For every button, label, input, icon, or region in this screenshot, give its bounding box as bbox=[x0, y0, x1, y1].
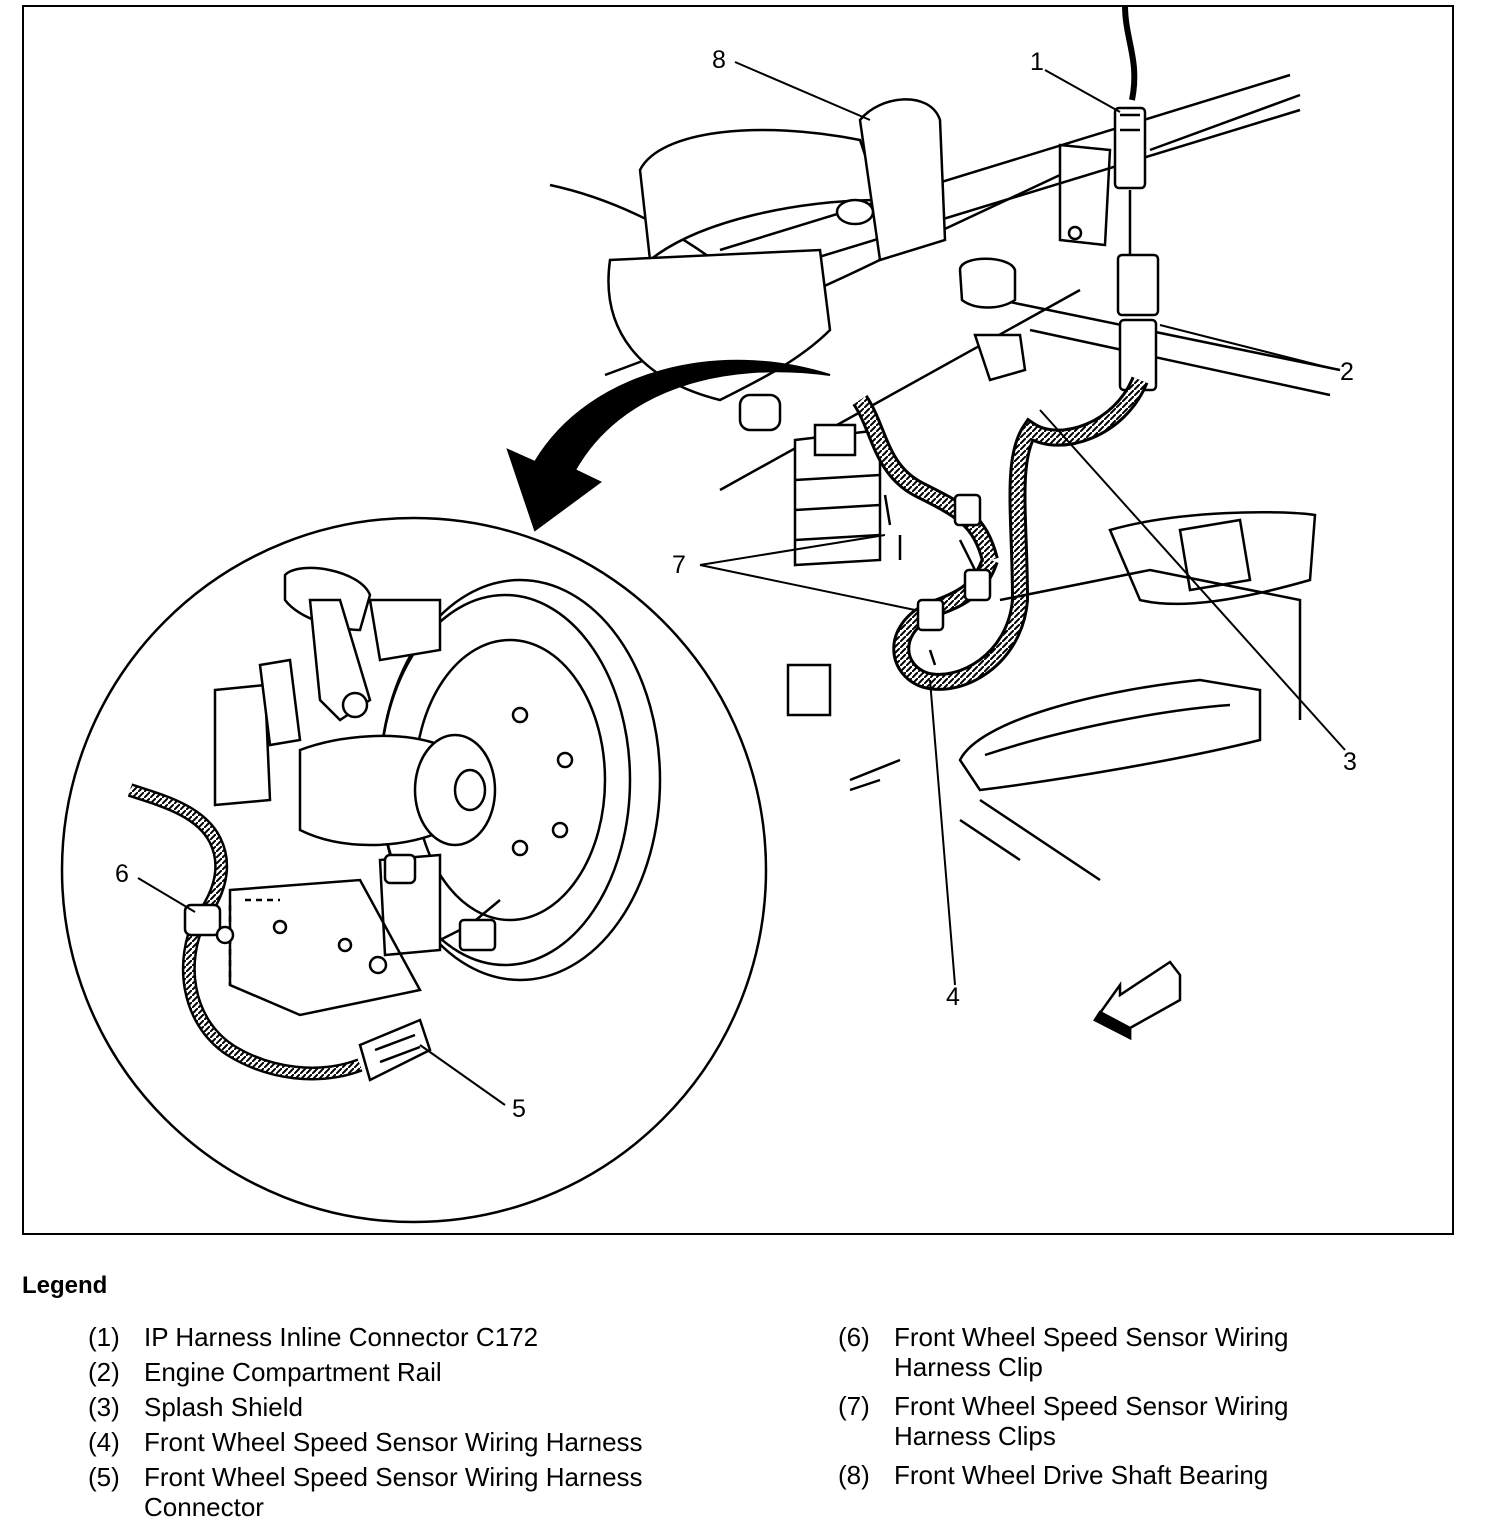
front-wheel-drive-shaft-bearing bbox=[607, 98, 947, 402]
callout-8: 8 bbox=[712, 46, 726, 74]
legend-text: Front Wheel Speed Sensor Wiring Harness bbox=[144, 1427, 643, 1457]
ip-harness-inline-connector-c172 bbox=[1058, 4, 1160, 392]
callout-4: 4 bbox=[946, 983, 960, 1011]
legend-number: (6) bbox=[838, 1322, 870, 1352]
legend-left-column: (1) IP Harness Inline Connector C172 (2)… bbox=[88, 1322, 728, 1527]
legend-item: (6) Front Wheel Speed Sensor Wiring Harn… bbox=[838, 1322, 1458, 1382]
legend-right-column: (6) Front Wheel Speed Sensor Wiring Harn… bbox=[838, 1322, 1458, 1499]
harness-clip-detail bbox=[183, 903, 235, 945]
legend-text: Front Wheel Drive Shaft Bearing bbox=[894, 1460, 1269, 1490]
legend-item: (3) Splash Shield bbox=[88, 1392, 728, 1422]
callout-2: 2 bbox=[1340, 358, 1354, 386]
forward-direction-arrow bbox=[1093, 960, 1182, 1041]
legend-text: Front Wheel Speed Sensor Wiring Harness … bbox=[894, 1322, 1289, 1382]
detail-view-arrow bbox=[506, 359, 831, 532]
legend-item: (8) Front Wheel Drive Shaft Bearing bbox=[838, 1460, 1458, 1490]
callout-7: 7 bbox=[672, 551, 686, 579]
legend-item: (7) Front Wheel Speed Sensor Wiring Harn… bbox=[838, 1391, 1458, 1451]
legend-number: (4) bbox=[88, 1427, 120, 1457]
legend-text: Splash Shield bbox=[144, 1392, 303, 1422]
legend-text: Engine Compartment Rail bbox=[144, 1357, 442, 1387]
legend-number: (1) bbox=[88, 1322, 120, 1352]
steering-knuckle-caliper bbox=[213, 566, 497, 1017]
callout-3: 3 bbox=[1343, 748, 1357, 776]
harness-connector-detail bbox=[358, 918, 497, 1082]
brake-rotor bbox=[378, 578, 662, 982]
legend-number: (7) bbox=[838, 1391, 870, 1421]
legend-number: (8) bbox=[838, 1460, 870, 1490]
wheel-speed-sensor-harness-illustration: 1 2 3 4 5 6 7 8 bbox=[60, 4, 1357, 1224]
engine-compartment-rail bbox=[719, 73, 1341, 397]
callout-5: 5 bbox=[512, 1095, 526, 1123]
legend-text: Front Wheel Speed Sensor Wiring Harness … bbox=[144, 1462, 643, 1522]
callout-6: 6 bbox=[115, 860, 129, 888]
legend-title: Legend bbox=[22, 1272, 108, 1299]
knuckle-mount bbox=[738, 257, 1027, 717]
front-wheel-speed-sensor-wiring-harness bbox=[852, 376, 1149, 691]
legend-number: (5) bbox=[88, 1462, 120, 1492]
legend-item: (1) IP Harness Inline Connector C172 bbox=[88, 1322, 728, 1352]
splash-shield bbox=[849, 510, 1317, 882]
legend-number: (2) bbox=[88, 1357, 120, 1387]
legend-item: (4) Front Wheel Speed Sensor Wiring Harn… bbox=[88, 1427, 728, 1457]
legend-text: IP Harness Inline Connector C172 bbox=[144, 1322, 539, 1352]
legend-number: (3) bbox=[88, 1392, 120, 1422]
legend-text: Front Wheel Speed Sensor Wiring Harness … bbox=[894, 1391, 1289, 1451]
leader-lines bbox=[137, 61, 1346, 1106]
callout-1: 1 bbox=[1030, 48, 1044, 76]
legend-item: (5) Front Wheel Speed Sensor Wiring Harn… bbox=[88, 1462, 728, 1522]
legend-item: (2) Engine Compartment Rail bbox=[88, 1357, 728, 1387]
harness-clips bbox=[883, 493, 992, 666]
